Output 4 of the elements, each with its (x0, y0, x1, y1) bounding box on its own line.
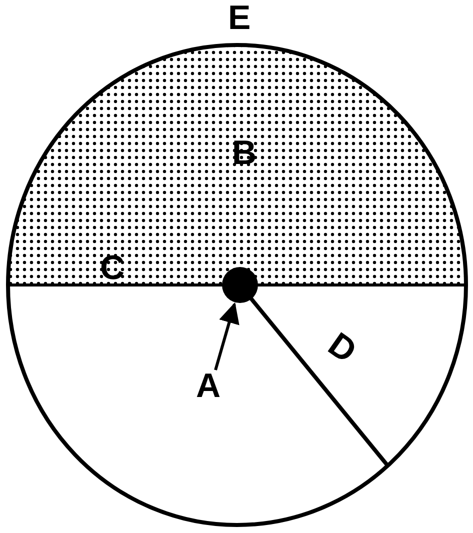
part-label: D (322, 326, 363, 370)
part-label: A (196, 368, 221, 404)
leader-line (214, 302, 240, 370)
part-label: E (228, 0, 251, 36)
